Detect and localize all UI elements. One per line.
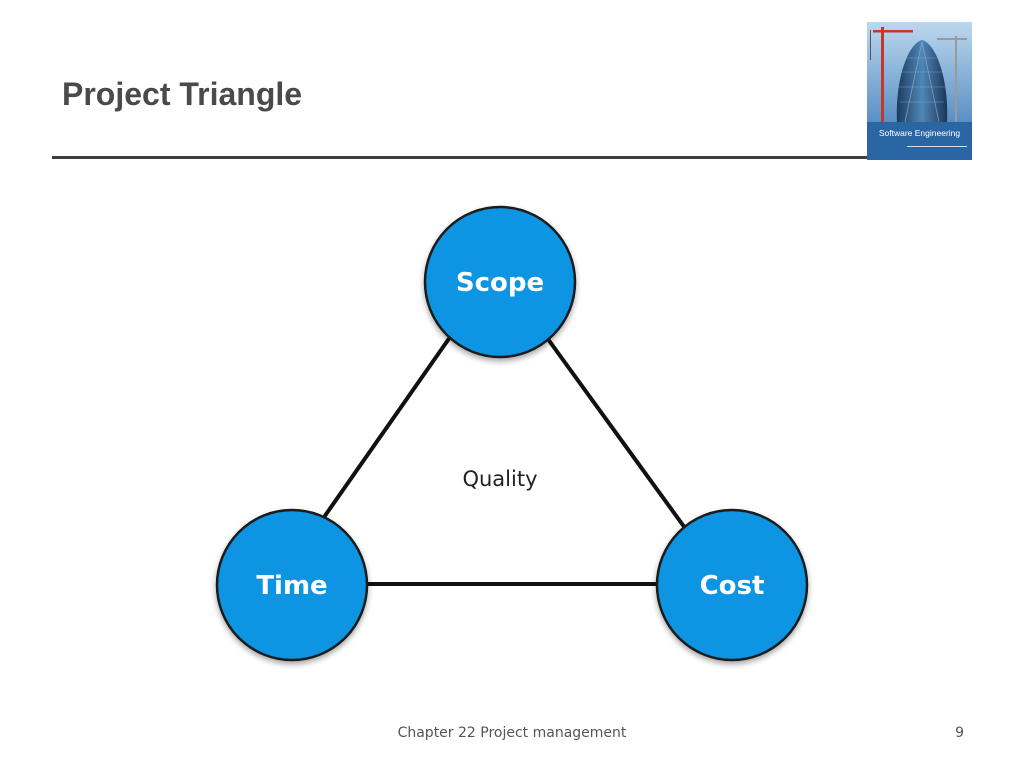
slide-title: Project Triangle bbox=[62, 76, 303, 112]
node-time-label: Time bbox=[256, 571, 327, 601]
page-number: 9 bbox=[955, 725, 964, 741]
edge-scope-time bbox=[320, 328, 457, 522]
node-scope: Scope bbox=[423, 205, 577, 359]
edge-scope-cost bbox=[543, 333, 687, 530]
project-triangle-diagram: Scope Time Cost Quality bbox=[215, 205, 809, 662]
title-divider bbox=[52, 156, 868, 159]
node-time: Time bbox=[215, 508, 369, 662]
footer-chapter: Chapter 22 Project management bbox=[397, 725, 627, 741]
node-cost: Cost bbox=[655, 508, 809, 662]
book-cover-image: Software Engineering bbox=[867, 22, 972, 160]
center-quality-label: Quality bbox=[462, 467, 537, 491]
node-scope-label: Scope bbox=[456, 268, 544, 298]
node-cost-label: Cost bbox=[700, 571, 765, 601]
cover-artwork bbox=[867, 22, 972, 160]
cover-title: Software Engineering bbox=[878, 128, 961, 138]
